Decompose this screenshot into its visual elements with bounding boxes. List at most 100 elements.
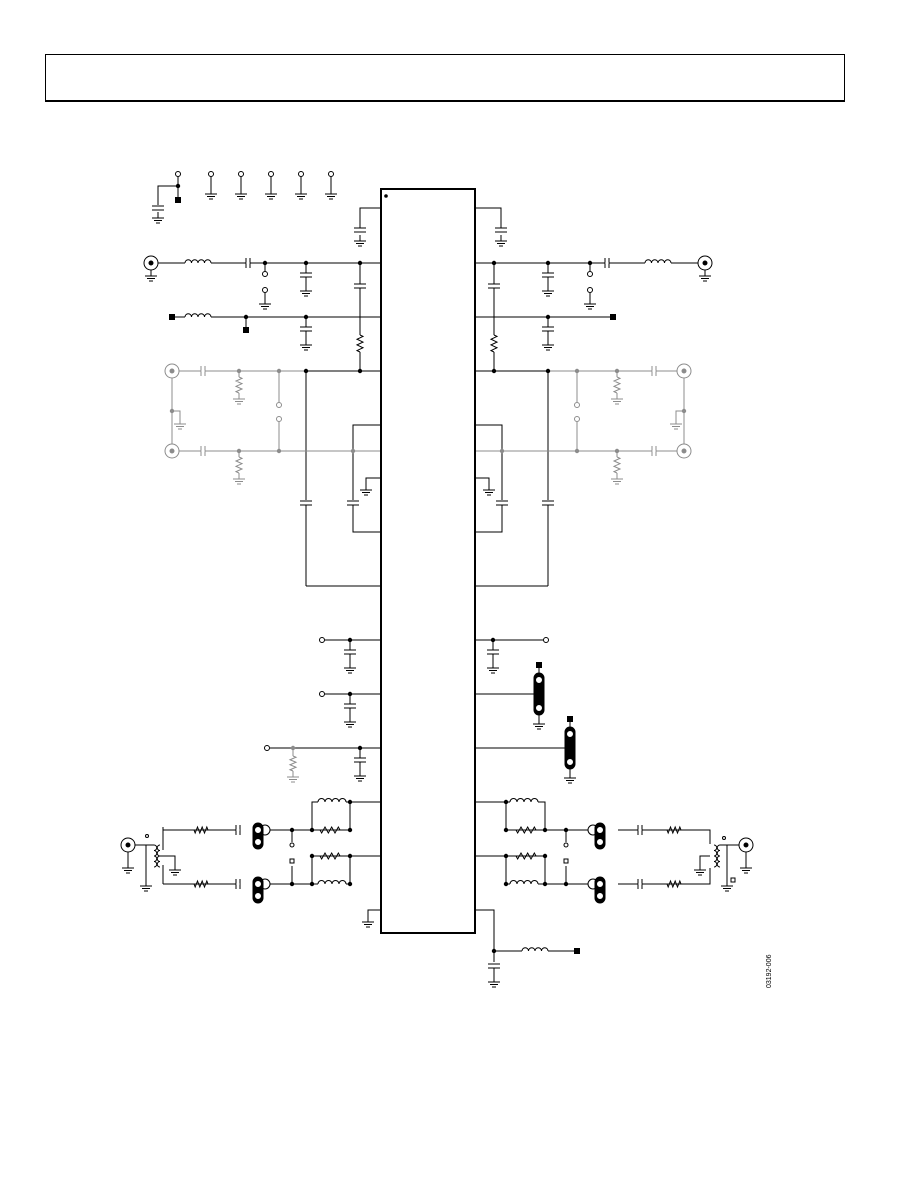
- capacitor-icon: [651, 446, 657, 456]
- capacitor-icon: [200, 446, 206, 456]
- wire: [367, 909, 381, 916]
- resistor-icon: [515, 851, 537, 861]
- junction-dot: [499, 448, 505, 454]
- capacitor-icon: [542, 326, 554, 332]
- capacitor-icon: [354, 757, 366, 763]
- ground-icon: [265, 188, 277, 200]
- jumper-icon: [252, 876, 264, 904]
- junction-dot: [236, 368, 242, 374]
- test-point-icon: [289, 842, 295, 848]
- inductor-icon: [644, 259, 672, 264]
- ground-icon: [300, 339, 312, 351]
- junction-dot: [491, 260, 497, 266]
- terminal-square: [243, 327, 249, 333]
- ground-icon: [533, 718, 545, 730]
- test-point-icon: [276, 402, 282, 408]
- jumper-icon: [594, 822, 606, 850]
- test-point-icon: [574, 416, 580, 422]
- resistor-icon: [193, 825, 209, 835]
- ground-icon: [483, 484, 495, 496]
- test-point-icon: [268, 171, 274, 177]
- capacitor-icon: [496, 500, 508, 506]
- transformer-coil: [716, 844, 721, 868]
- terminal-square: [574, 948, 580, 954]
- capacitor-icon: [487, 649, 499, 655]
- sma-connector-icon: [676, 363, 692, 379]
- phase-dot: [145, 834, 149, 838]
- capacitor-icon: [235, 825, 241, 835]
- ground-icon: [740, 862, 752, 874]
- terminal-square: [175, 197, 181, 203]
- resistor-icon: [612, 456, 622, 474]
- jumper-icon: [564, 726, 576, 770]
- test-point-icon: [319, 691, 325, 697]
- junction-dot: [503, 881, 509, 887]
- capacitor-icon: [637, 825, 643, 835]
- wire: [359, 207, 381, 228]
- sma-connector-icon: [164, 443, 180, 459]
- junction-dot: [542, 881, 548, 887]
- capacitor-icon: [604, 258, 610, 268]
- wire: [365, 477, 381, 484]
- test-point-icon: [238, 171, 244, 177]
- test-point-icon: [262, 271, 268, 277]
- ground-icon: [140, 880, 152, 892]
- ground-icon: [611, 393, 623, 405]
- resistor-icon: [234, 456, 244, 474]
- junction-dot: [542, 853, 548, 859]
- header-box: [45, 54, 845, 102]
- resistor-icon: [319, 851, 341, 861]
- ground-icon: [354, 235, 366, 247]
- test-point-icon: [264, 745, 270, 751]
- capacitor-icon: [651, 366, 657, 376]
- capacitor-icon: [245, 258, 251, 268]
- test-point-icon: [587, 271, 593, 277]
- junction-dot: [243, 314, 249, 320]
- resistor-icon: [193, 879, 209, 889]
- terminal-square: [610, 314, 616, 320]
- ground-icon: [670, 418, 682, 430]
- inductor-icon: [509, 798, 539, 803]
- ground-icon: [300, 285, 312, 297]
- sma-connector-icon: [143, 255, 159, 271]
- capacitor-icon: [235, 879, 241, 889]
- capacitor-icon: [495, 227, 507, 233]
- ground-icon: [721, 880, 733, 892]
- wire: [506, 855, 546, 884]
- capacitor-icon: [300, 326, 312, 332]
- junction-dot: [614, 368, 620, 374]
- ground-icon: [611, 473, 623, 485]
- capacitor-icon: [300, 500, 312, 506]
- junction-dot: [175, 183, 181, 189]
- sma-connector-icon: [676, 443, 692, 459]
- wire: [162, 827, 238, 831]
- ground-icon: [699, 270, 711, 282]
- junction-dot: [289, 827, 295, 833]
- wire: [475, 505, 503, 533]
- junction-dot: [357, 260, 363, 266]
- inductor-icon: [317, 798, 347, 803]
- inductor-icon: [184, 313, 212, 318]
- test-point-icon: [289, 858, 295, 864]
- ground-icon: [488, 976, 500, 988]
- ground-icon: [287, 771, 299, 783]
- resistor-icon: [319, 825, 341, 835]
- capacitor-icon: [347, 500, 359, 506]
- capacitor-icon: [344, 649, 356, 655]
- junction-dot: [169, 408, 175, 414]
- junction-dot: [309, 827, 315, 833]
- resistor-icon: [288, 755, 298, 772]
- inductor-icon: [509, 880, 539, 885]
- capacitor-icon: [152, 205, 164, 211]
- wire: [352, 505, 381, 533]
- wires: [127, 177, 747, 976]
- junction-dot: [491, 948, 497, 954]
- ground-icon: [174, 418, 186, 430]
- ground-icon: [145, 270, 157, 282]
- terminal-square: [536, 662, 542, 668]
- capacitor-icon: [488, 283, 500, 289]
- terminal-square: [169, 314, 175, 320]
- junction-dot: [542, 827, 548, 833]
- ground-icon: [122, 862, 134, 874]
- junction-dot: [236, 448, 242, 454]
